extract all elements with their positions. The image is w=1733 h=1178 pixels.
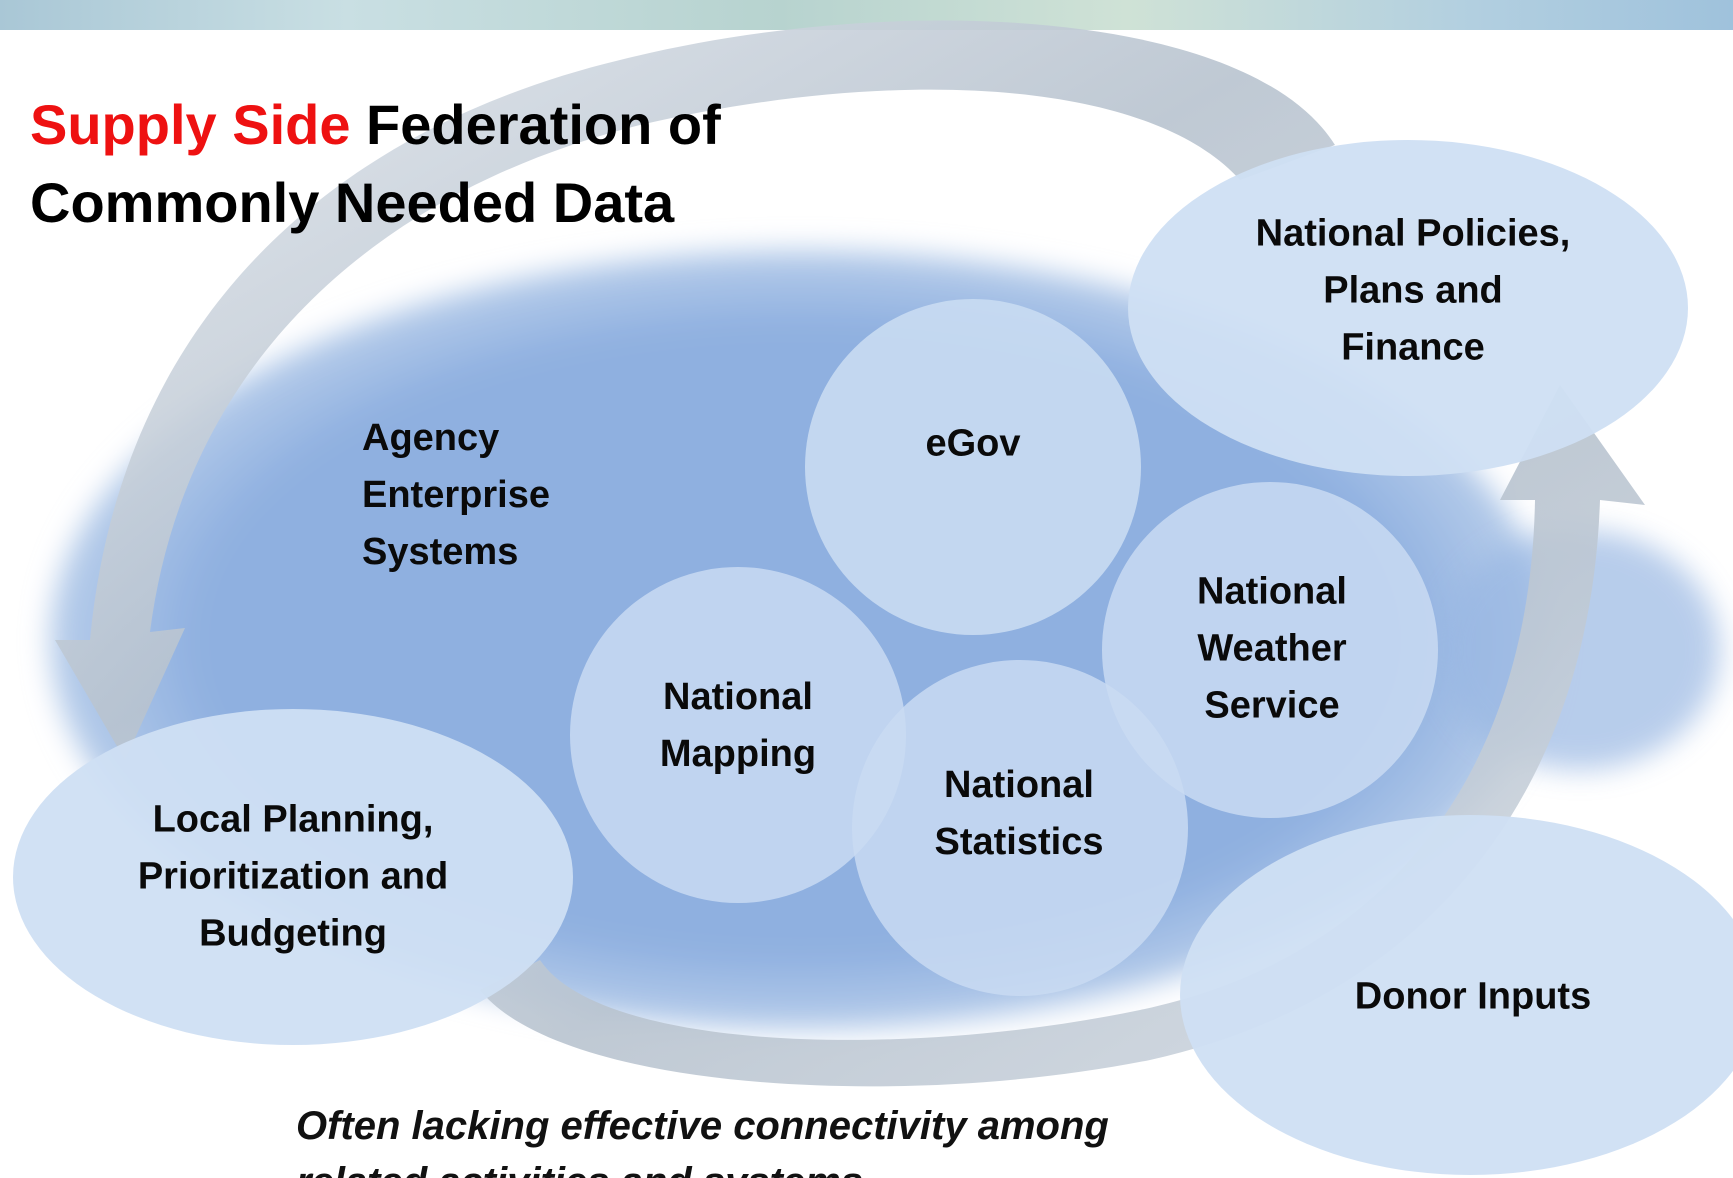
label-national-mapping: National Mapping — [659, 676, 817, 775]
title-line1-rest: Federation of — [350, 93, 721, 156]
label-national-policies: National Policies, Plans and Finance — [1255, 212, 1571, 369]
circle-national-weather — [1102, 482, 1438, 818]
footer-caption: Often lacking effective connectivity amo… — [296, 1104, 1109, 1178]
label-local-planning: Local Planning, Prioritization and Budge… — [137, 798, 449, 955]
label-egov: eGov — [925, 422, 1021, 465]
ellipse-donor-inputs — [1180, 815, 1733, 1175]
label-agency-enterprise-systems: Agency Enterprise Systems — [362, 417, 550, 573]
label-national-statistics: National Statistics — [934, 764, 1104, 863]
circle-egov — [805, 299, 1141, 635]
ellipse-national-policies — [1128, 140, 1688, 476]
circle-national-statistics — [852, 660, 1188, 996]
cycle-arrow-top — [55, 20, 1335, 761]
slide-title: Supply Side Federation of Commonly Neede… — [30, 86, 721, 242]
circle-national-mapping — [570, 567, 906, 903]
label-national-weather-service: National Weather Service — [1197, 570, 1347, 727]
ellipse-local-planning — [13, 709, 573, 1045]
title-accent: Supply Side — [30, 93, 351, 156]
title-line2: Commonly Needed Data — [30, 171, 675, 234]
label-donor-inputs: Donor Inputs — [1354, 975, 1592, 1018]
